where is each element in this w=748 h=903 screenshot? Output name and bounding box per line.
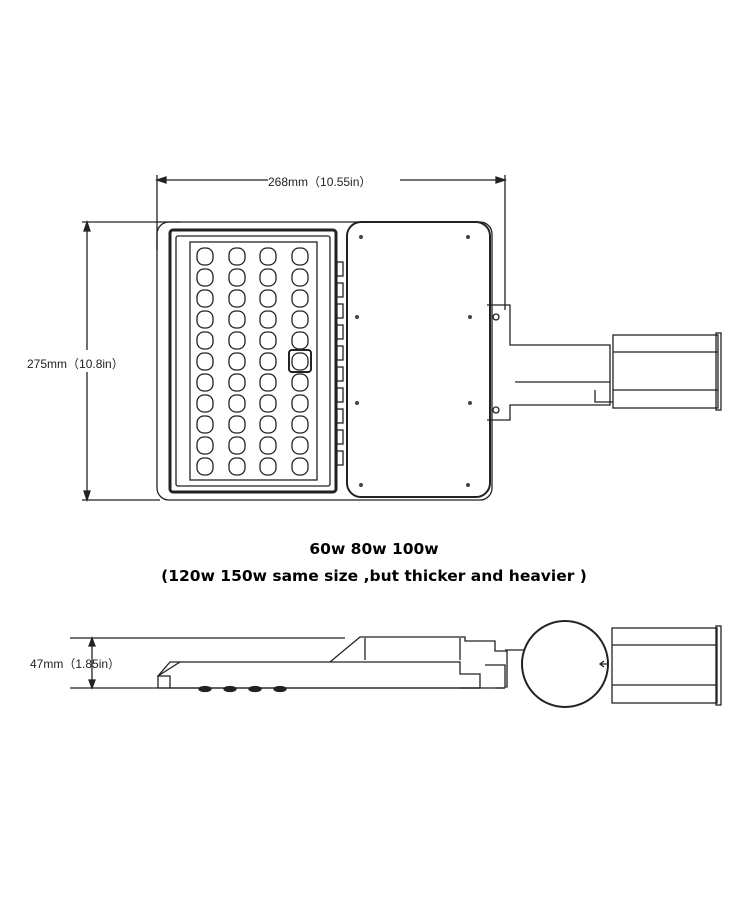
- side-tab: [336, 387, 344, 403]
- caption-wattages: 60w 80w 100w: [309, 540, 439, 558]
- led: [291, 373, 309, 392]
- label-plate: [288, 349, 312, 373]
- led: [228, 415, 246, 434]
- led: [291, 331, 309, 350]
- led: [259, 247, 277, 266]
- cover-screws: [355, 235, 472, 487]
- width-dimension-label: 268mm（10.55in）: [268, 175, 372, 189]
- led: [259, 394, 277, 413]
- led-array: [196, 247, 309, 476]
- led: [259, 457, 277, 476]
- led: [259, 415, 277, 434]
- side-tab: [336, 282, 344, 298]
- side-tab: [336, 303, 344, 319]
- led: [228, 352, 246, 371]
- led: [291, 394, 309, 413]
- side-tab: [336, 429, 344, 445]
- led: [259, 268, 277, 287]
- height-dimension-line: [82, 219, 180, 503]
- side-tab: [336, 450, 344, 466]
- luminaire-side-view: [156, 620, 722, 708]
- led: [228, 373, 246, 392]
- led: [259, 331, 277, 350]
- side-tab: [336, 408, 344, 424]
- side-tab: [336, 345, 344, 361]
- led: [291, 268, 309, 287]
- led: [228, 310, 246, 329]
- led: [291, 415, 309, 434]
- led: [259, 289, 277, 308]
- side-tab: [336, 324, 344, 340]
- led: [228, 289, 246, 308]
- led: [291, 352, 309, 371]
- led: [196, 394, 214, 413]
- width-dimension-line: [154, 175, 508, 310]
- led: [196, 457, 214, 476]
- pole-clamp-side: [611, 625, 722, 706]
- led: [228, 394, 246, 413]
- led: [228, 268, 246, 287]
- led: [196, 268, 214, 287]
- led: [196, 289, 214, 308]
- side-tab: [336, 261, 344, 277]
- led: [196, 310, 214, 329]
- led: [196, 247, 214, 266]
- led: [291, 310, 309, 329]
- led: [259, 310, 277, 329]
- led: [196, 373, 214, 392]
- tilt-dial: [521, 620, 609, 708]
- led: [228, 247, 246, 266]
- led: [291, 247, 309, 266]
- led: [291, 436, 309, 455]
- led: [259, 352, 277, 371]
- led: [196, 331, 214, 350]
- mounting-arm: [487, 304, 611, 421]
- led: [228, 457, 246, 476]
- led: [291, 289, 309, 308]
- led: [291, 457, 309, 476]
- pole-clamp: [594, 332, 722, 411]
- led: [196, 415, 214, 434]
- caption-note: (120w 150w same size ,but thicker and he…: [161, 567, 587, 585]
- thickness-dimension-line: [70, 636, 480, 690]
- luminaire-top-view: [156, 221, 722, 501]
- thickness-dimension-label: 47mm（1.85in）: [30, 657, 121, 671]
- led: [259, 373, 277, 392]
- led: [228, 331, 246, 350]
- led: [259, 436, 277, 455]
- arrow-icon: [598, 660, 608, 668]
- side-tabs: [336, 261, 344, 466]
- led: [228, 436, 246, 455]
- height-dimension-label: 275mm（10.8in）: [27, 357, 124, 371]
- led: [196, 352, 214, 371]
- led: [196, 436, 214, 455]
- driver-cover: [346, 221, 491, 498]
- side-tab: [336, 366, 344, 382]
